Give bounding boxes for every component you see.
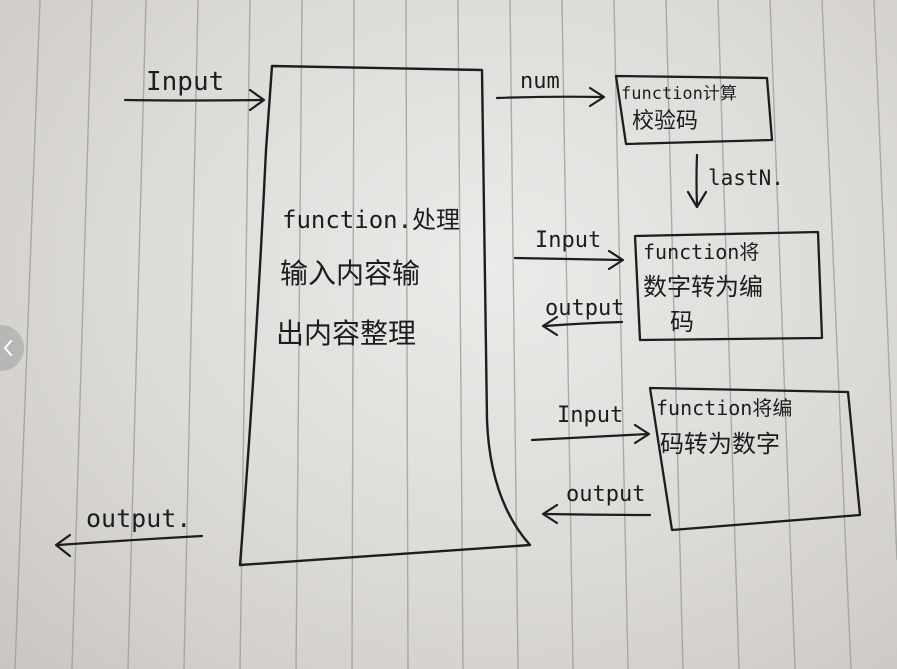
main-box-text-line1: function.处理 [282,206,460,234]
checksum-function-box [614,74,774,146]
encode-box-text-line3: 码 [670,308,694,336]
decode-box-text-line2: 码转为数字 [660,430,780,458]
checksum-box-text-line2: 校验码 [632,109,698,134]
input-arrow-main [123,88,266,112]
output-label-2: output [545,296,624,321]
lastN-arrow [686,153,708,209]
output-arrow-2 [541,315,624,337]
input-arrow-3 [530,423,651,445]
output-label-3: output [566,482,645,507]
decode-function-box [648,386,862,532]
lastN-label: lastN. [708,166,784,190]
main-box-text-line3: 出内容整理 [276,317,416,350]
decode-box-text-line1: function将编 [656,396,792,420]
output-label-main: output. [86,504,191,533]
encode-box-text-line1: function将 [643,240,759,264]
chevron-left-icon [4,340,12,356]
main-box-text-line2: 输入内容输 [280,257,420,290]
output-arrow-main [54,533,204,558]
input-label-main: Input [146,67,224,97]
encode-box-text-line2: 数字转为编 [643,273,763,301]
input-label-2: Input [535,228,601,253]
checksum-box-text-line1: function计算 [621,84,737,104]
num-label: num [520,69,560,94]
input-arrow-2 [513,249,625,271]
num-arrow [495,86,606,108]
main-function-box [238,64,532,567]
input-label-3: Input [557,403,623,428]
encode-function-box [633,230,824,342]
output-arrow-3 [541,503,652,525]
